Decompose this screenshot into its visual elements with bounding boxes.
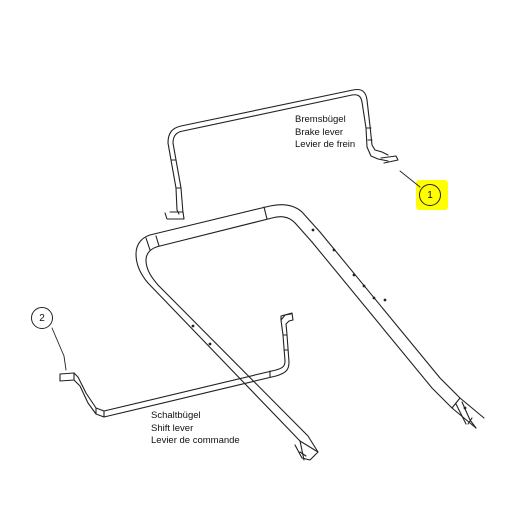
- brake-lever-drawing: [164, 88, 399, 220]
- shift-lever-name-en: Shift lever: [151, 422, 194, 434]
- shift-lever-drawing: [59, 312, 294, 418]
- frame-top-inner: [159, 216, 313, 247]
- frame-right-tube-inner: [311, 241, 477, 429]
- frame-end-fitting: [451, 397, 477, 429]
- callout-1: 1: [419, 184, 441, 206]
- shift-lever-end-left: [59, 372, 75, 382]
- frame-top-outer: [153, 204, 321, 235]
- brake-lever-name-de: Bremsbügel: [295, 114, 346, 125]
- brake-lever-label: Bremsbügel Brake lever Levier de frein: [295, 114, 355, 152]
- frame-lower-fitting: [294, 440, 319, 461]
- shift-lever-end-right: [280, 312, 294, 321]
- shift-lever-outer: [73, 313, 292, 412]
- frame-right-tube-outer: [319, 231, 485, 419]
- brake-lever-end-left: [164, 211, 185, 220]
- handlebar-frame-drawing: [135, 204, 485, 461]
- leader-line-1: [399, 170, 421, 188]
- shift-lever-label: Schaltbügel Shift lever Levier de comman…: [151, 410, 240, 448]
- brake-lever-name-en: Brake lever: [295, 126, 344, 138]
- frame-left-tube-outer: [135, 233, 305, 461]
- brake-lever-outer: [167, 88, 389, 215]
- shift-lever-name-fr: Levier de commande: [151, 435, 240, 446]
- leader-lines: [51, 170, 421, 371]
- brake-lever-name-fr: Levier de frein: [295, 139, 356, 150]
- shift-lever-inner: [73, 319, 294, 418]
- brake-lever-inner: [172, 94, 389, 214]
- shift-lever-name-de: Schaltbügel: [151, 410, 201, 421]
- frame-left-tube-inner: [145, 245, 319, 453]
- brake-lever-end-right: [380, 155, 399, 164]
- leader-line-2: [51, 327, 67, 371]
- callout-2: 2: [31, 307, 53, 329]
- frame-bolt-holes: [191, 228, 467, 410]
